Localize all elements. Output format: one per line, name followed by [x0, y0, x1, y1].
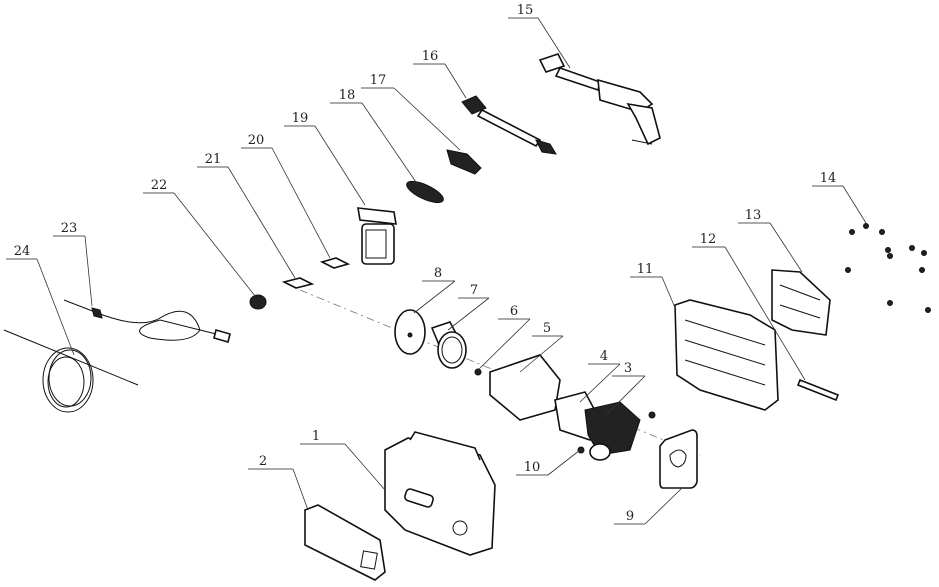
part-18-turbo-nozzle [406, 180, 444, 204]
leader-line [292, 468, 309, 511]
callout-5: 5 [519, 321, 564, 373]
part-number-label: 9 [626, 509, 634, 524]
callout-11: 11 [630, 262, 677, 311]
leader-line [477, 318, 531, 371]
callout-7: 7 [447, 283, 490, 331]
part-1-main-housing [384, 431, 496, 556]
part-number-label: 15 [517, 3, 534, 18]
part-number-label: 21 [205, 152, 222, 167]
callout-9: 9 [614, 487, 683, 525]
leader-line [769, 222, 803, 273]
part-2-side-cover [304, 504, 386, 581]
part-number-label: 11 [637, 262, 654, 277]
leader-line [724, 246, 806, 381]
callout-3: 3 [605, 361, 646, 416]
part-7-sleeve [430, 321, 467, 369]
leader-line [393, 87, 461, 151]
part-number-label: 3 [624, 361, 632, 376]
part-number-label: 14 [820, 171, 837, 186]
part-15-spray-gun [538, 53, 661, 146]
leader-line [644, 487, 683, 525]
part-number-label: 18 [339, 88, 356, 103]
callout-1: 1 [300, 429, 386, 491]
part-number-label: 16 [422, 49, 439, 64]
callout-2: 2 [248, 454, 309, 511]
leader-line [447, 297, 490, 331]
leader-line [361, 102, 419, 186]
callout-15: 15 [508, 3, 571, 69]
leader-line [547, 449, 581, 476]
part-number-label: 6 [510, 304, 518, 319]
part-19-bottle [357, 207, 397, 265]
callout-17: 17 [361, 73, 461, 151]
callout-19: 19 [284, 111, 366, 206]
callout-21: 21 [197, 152, 296, 279]
callout-8: 8 [413, 266, 456, 314]
part-17-nozzle [446, 149, 482, 175]
callout-6: 6 [477, 304, 531, 371]
part-23-power-cord [63, 299, 231, 343]
part-3-pump-head [584, 401, 656, 461]
leader-line [173, 192, 256, 297]
callout-10: 10 [516, 449, 581, 476]
part-14-screws [845, 223, 931, 313]
leader-line [444, 63, 467, 99]
part-number-label: 4 [600, 349, 608, 364]
part-number-label: 24 [14, 244, 31, 259]
part-11-rear-housing [674, 299, 779, 411]
part-number-label: 22 [151, 178, 168, 193]
part-number-label: 17 [370, 73, 387, 88]
part-number-label: 23 [61, 221, 78, 236]
callout-12: 12 [692, 232, 806, 381]
part-number-label: 7 [470, 283, 478, 298]
part-number-label: 1 [312, 429, 320, 444]
leader-line [84, 235, 93, 307]
leader-line [661, 276, 677, 311]
leader-line [579, 363, 621, 403]
part-9-cover-plate [659, 429, 698, 489]
leader-line [842, 185, 867, 224]
part-21-nameplate [281, 277, 315, 289]
part-10-plug [577, 446, 585, 454]
part-13-switch-bracket [771, 269, 831, 336]
leader-line [413, 280, 456, 314]
part-number-label: 13 [745, 208, 762, 223]
part-6-fitting [474, 368, 482, 376]
leader-line [271, 147, 331, 259]
part-24-hose [3, 329, 139, 413]
part-number-label: 10 [524, 460, 541, 475]
part-8-end-plate [394, 309, 426, 355]
callout-20: 20 [241, 133, 331, 259]
callout-18: 18 [330, 88, 419, 186]
leader-line [36, 258, 75, 356]
callout-22: 22 [143, 178, 256, 297]
part-5-motor-shroud [489, 354, 561, 421]
part-16-lance [461, 95, 557, 155]
callout-14: 14 [812, 171, 867, 224]
callout-24: 24 [6, 244, 75, 356]
part-20-switch-plate [319, 257, 351, 269]
leader-line [537, 17, 571, 69]
leader-line [519, 335, 564, 373]
part-22-knob [249, 294, 267, 310]
part-number-label: 20 [248, 133, 265, 148]
leader-line [314, 125, 366, 206]
callout-4: 4 [579, 349, 621, 403]
part-number-label: 2 [259, 454, 267, 469]
leader-line [605, 375, 646, 416]
callout-16: 16 [413, 49, 467, 99]
callout-23: 23 [53, 221, 93, 307]
part-number-label: 5 [543, 321, 551, 336]
callout-13: 13 [738, 208, 803, 273]
leader-line [227, 166, 296, 279]
leader-line [344, 443, 386, 491]
part-number-label: 12 [700, 232, 717, 247]
part-number-label: 19 [292, 111, 309, 126]
part-number-label: 8 [434, 266, 442, 281]
part-12-label-strip [796, 378, 840, 402]
